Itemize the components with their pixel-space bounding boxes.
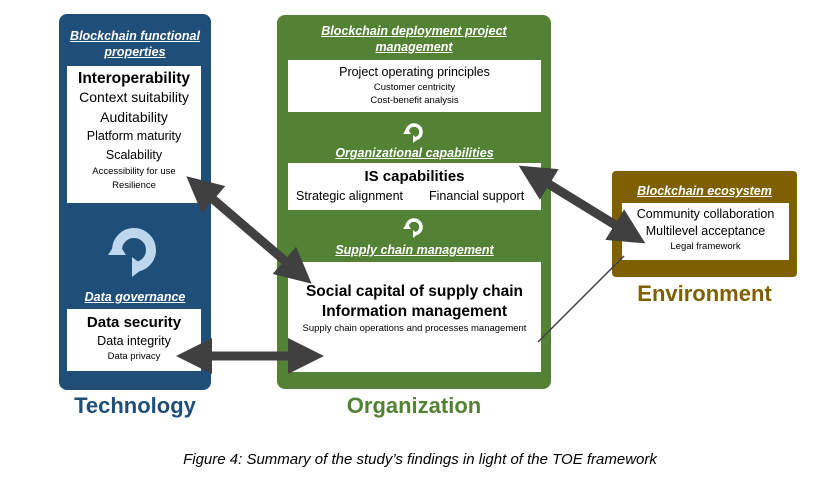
capabilities-item-financial-support: Financial support (429, 189, 525, 203)
data-governance-title: Data governance (84, 290, 186, 304)
supply-item-social-capital: Social capital of supply chain (305, 283, 524, 300)
functional-properties-title: Blockchain functional properties (70, 29, 200, 59)
deployment-item-customer-centricity: Customer centricity (373, 82, 456, 93)
governance-item-data-privacy: Data privacy (107, 351, 161, 362)
functional-properties-box: Interoperability Context suitability Aud… (67, 66, 201, 203)
deployment-item-cost-benefit: Cost-benefit analysis (370, 95, 459, 106)
deployment-cycle-icon (403, 123, 423, 143)
technology-cycle-icon (108, 228, 156, 277)
capabilities-box: IS capabilities Strategic alignment Fina… (288, 163, 541, 210)
capabilities-cycle-icon (403, 218, 423, 238)
functional-item-interoperability: Interoperability (78, 70, 190, 87)
thin-connector-environment-supply (537, 255, 625, 343)
deployment-title: Blockchain deployment project management (321, 24, 507, 54)
arrow-environment-to-capabilities (518, 165, 646, 244)
organization-label: Organization (346, 393, 482, 418)
capabilities-item-strategic-alignment: Strategic alignment (296, 189, 404, 203)
ecosystem-item-legal: Legal framework (670, 241, 741, 252)
capabilities-title: Organizational capabilities (335, 146, 494, 160)
supply-chain-box: Social capital of supply chain Informati… (288, 262, 541, 372)
ecosystem-item-multilevel: Multilevel acceptance (645, 224, 766, 238)
technology-label: Technology (74, 393, 196, 418)
functional-item-accessibility: Accessibility for use (92, 166, 176, 177)
ecosystem-title: Blockchain ecosystem (637, 184, 772, 198)
deployment-item-principles: Project operating principles (339, 65, 490, 79)
arrow-technology-to-supply-chain (186, 176, 312, 284)
functional-item-resilience: Resilience (112, 180, 156, 191)
functional-item-platform-maturity: Platform maturity (86, 129, 182, 143)
supply-chain-title: Supply chain management (335, 243, 494, 257)
environment-label: Environment (637, 281, 772, 306)
governance-item-data-security: Data security (86, 314, 182, 331)
ecosystem-item-community: Community collaboration (636, 207, 775, 221)
supply-item-operations: Supply chain operations and processes ma… (302, 323, 527, 334)
figure-caption: Figure 4: Summary of the study’s finding… (183, 451, 657, 468)
functional-item-context-suitability: Context suitability (79, 89, 189, 105)
ecosystem-box: Community collaboration Multilevel accep… (622, 203, 789, 260)
functional-item-auditability: Auditability (100, 109, 168, 125)
functional-item-scalability: Scalability (105, 148, 163, 162)
capabilities-item-is: IS capabilities (364, 168, 465, 185)
supply-item-information-management: Information management (321, 303, 508, 320)
deployment-box: Project operating principles Customer ce… (288, 60, 541, 112)
governance-item-data-integrity: Data integrity (97, 334, 171, 348)
